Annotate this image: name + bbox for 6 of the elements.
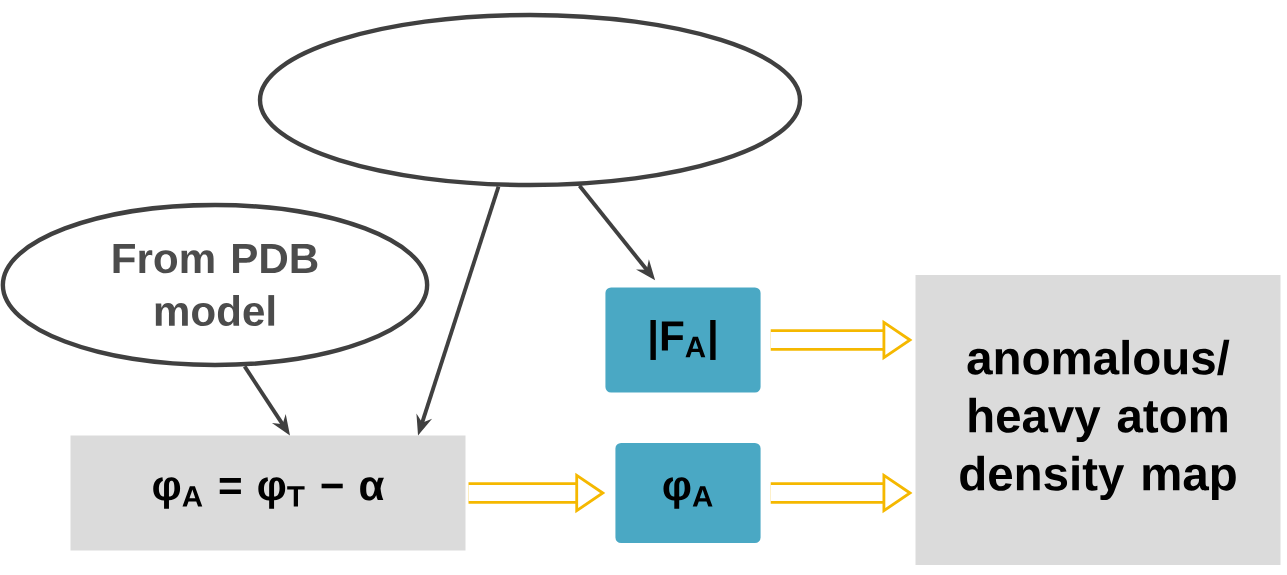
ellipse-node: From PDB model [0, 202, 430, 368]
result-box: anomalous/ heavy atom density map [915, 275, 1281, 565]
value-box: φ$_{A}$ [605, 433, 771, 553]
value-box: |F$_{A}$| [595, 277, 771, 403]
ellipse-node [257, 12, 803, 188]
formula-box: φ$_{A}$ = φ$_{T}$ − α [70, 435, 466, 551]
